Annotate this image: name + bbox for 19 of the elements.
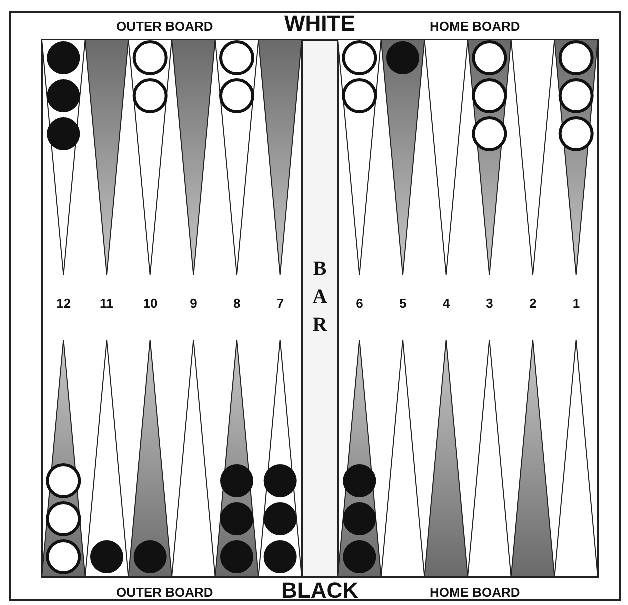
point-number: 1 xyxy=(572,296,580,310)
point-number: 5 xyxy=(400,296,407,310)
point-number: 7 xyxy=(276,296,284,310)
board-label: OUTER BOARD xyxy=(116,20,214,32)
board-label: HOME BOARD xyxy=(430,586,520,598)
board-label: OUTER BOARD xyxy=(116,586,214,598)
point-number: 11 xyxy=(100,296,114,310)
player-label: WHITE xyxy=(284,13,356,35)
point-number: 8 xyxy=(234,296,241,310)
point-number: 12 xyxy=(56,296,72,310)
point-number: 4 xyxy=(442,296,450,310)
board-label: HOME BOARD xyxy=(430,20,520,32)
point-number: 2 xyxy=(530,296,537,310)
point-number: 6 xyxy=(356,296,364,310)
player-label: BLACK xyxy=(282,580,358,602)
bar-label: BAR xyxy=(310,258,330,342)
point-number: 9 xyxy=(190,296,198,310)
point-number: 3 xyxy=(486,296,494,310)
point-number: 10 xyxy=(143,296,158,310)
